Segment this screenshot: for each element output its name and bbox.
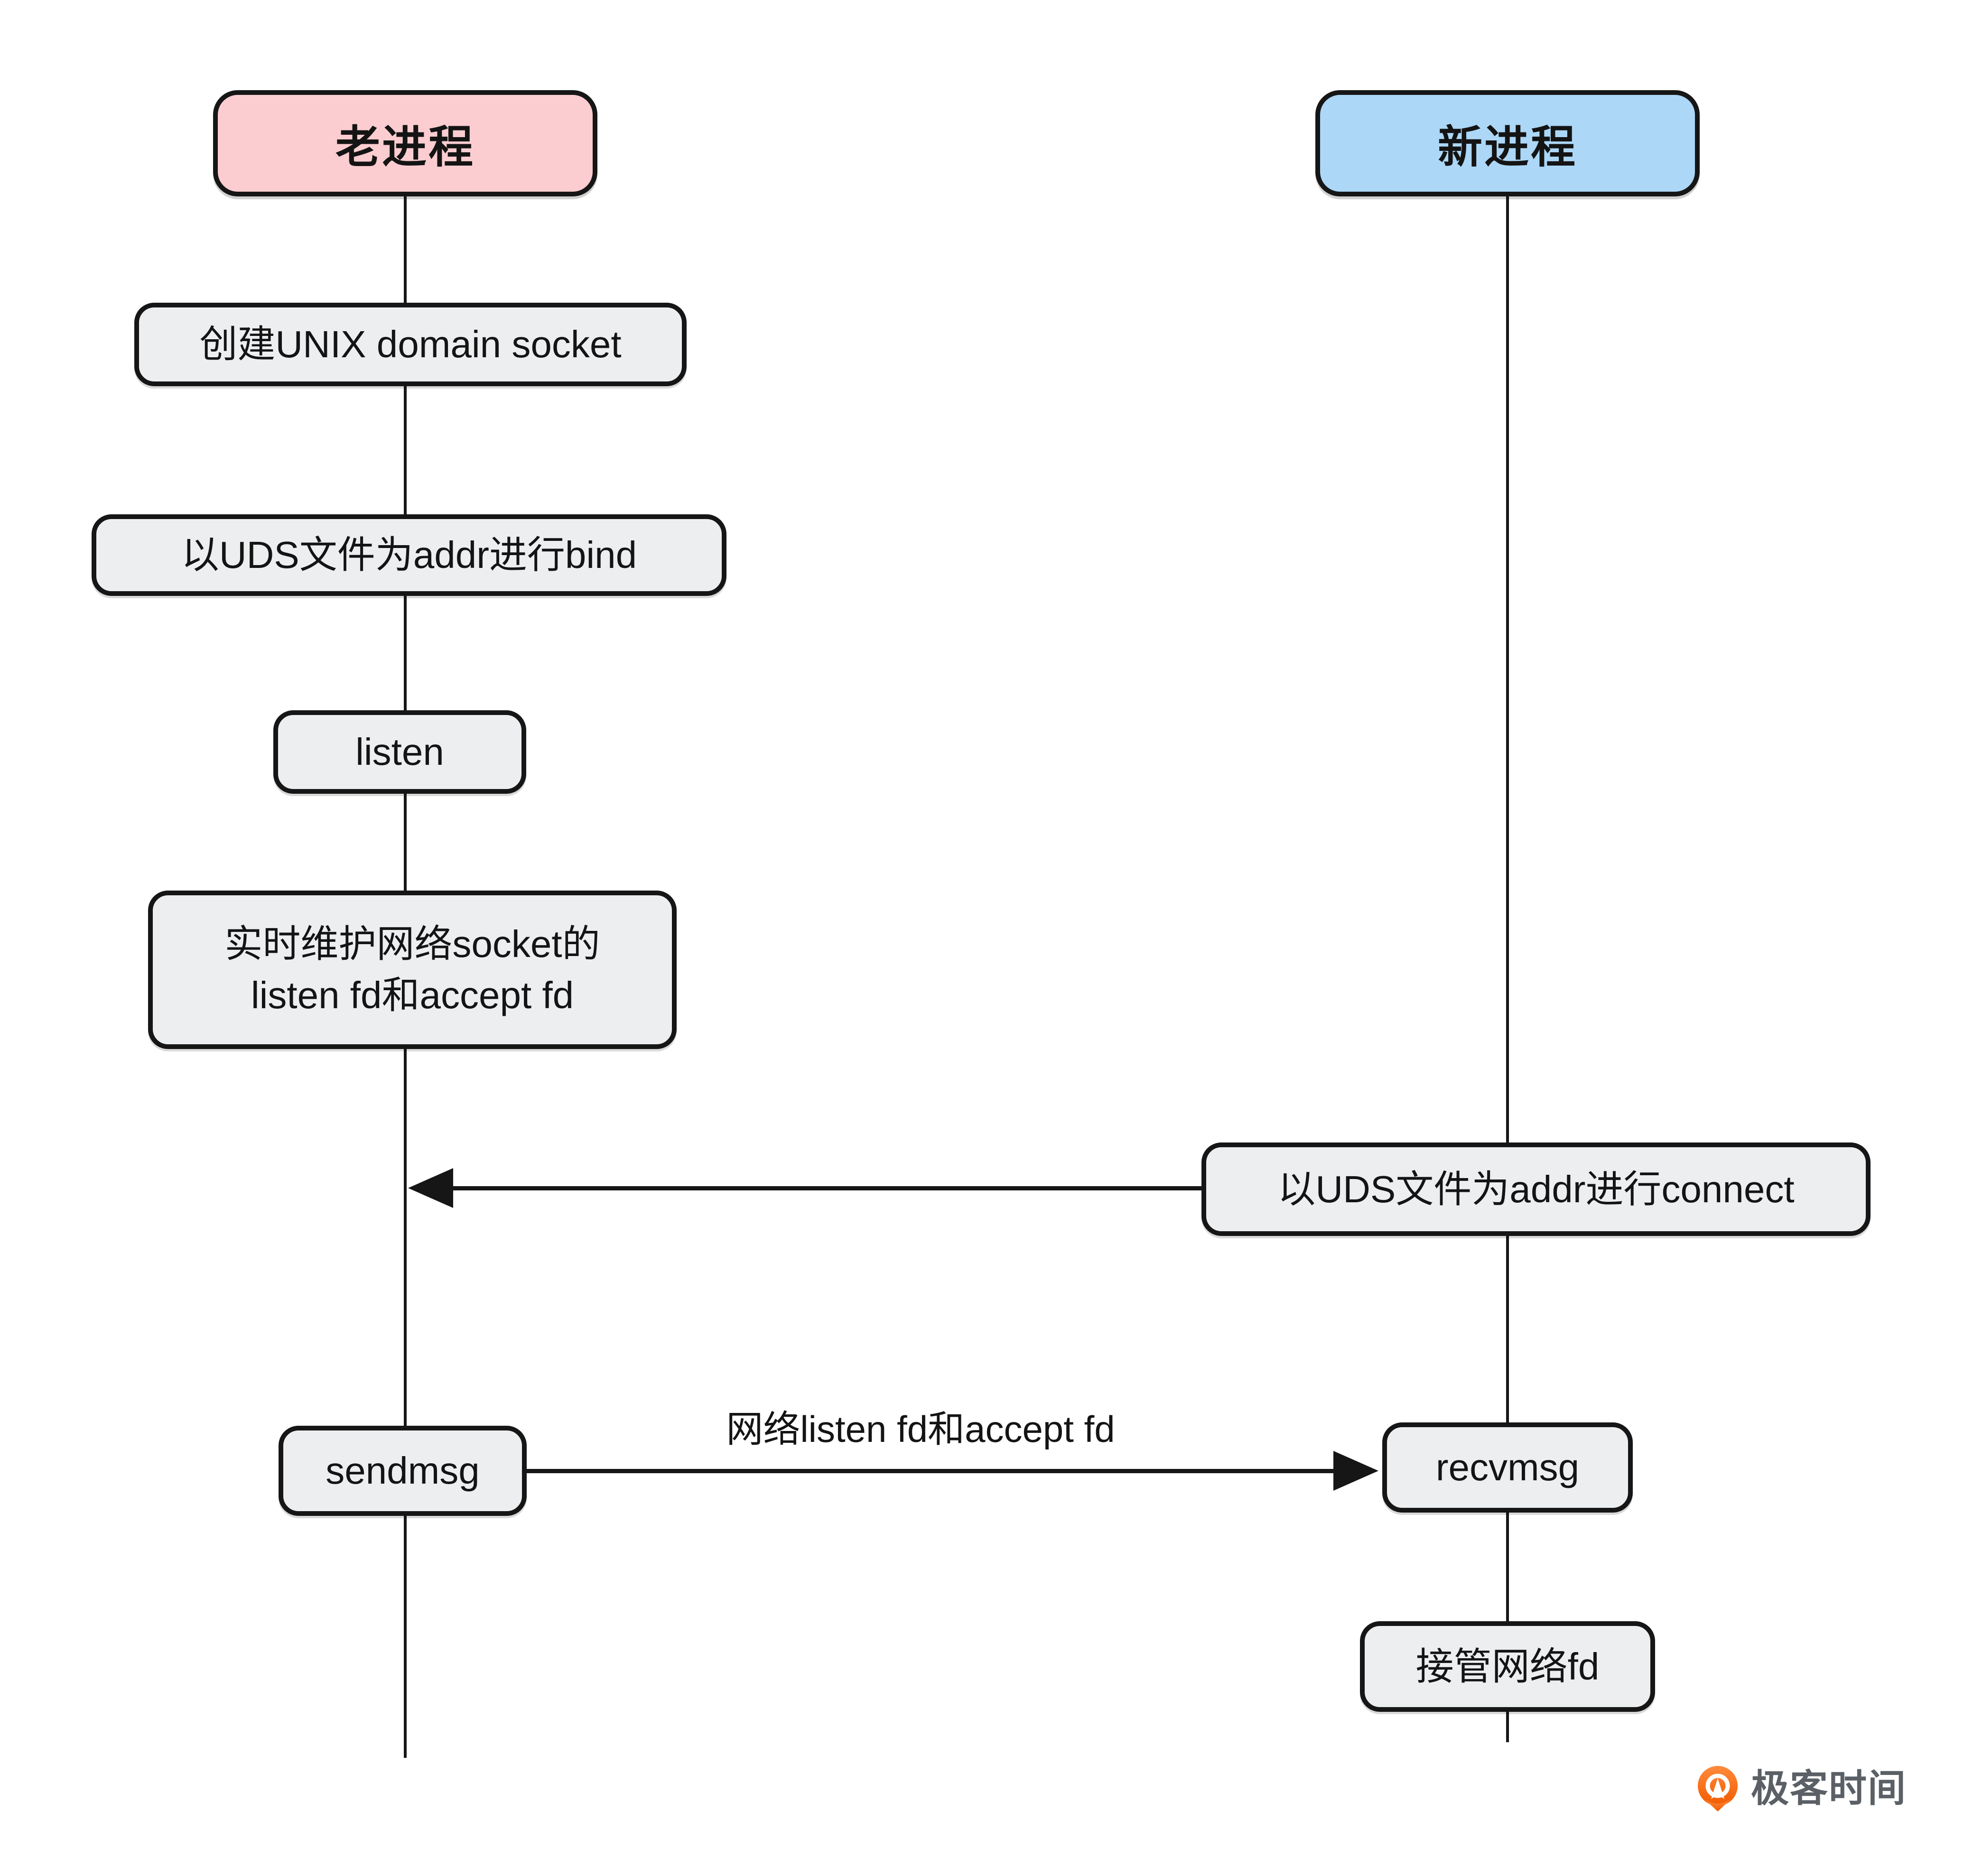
step-maintain-socket-fds-line2: listen fd和accept fd	[251, 974, 574, 1016]
message-fds-arrowhead-icon	[1333, 1451, 1378, 1491]
lifeline-new-process	[1506, 196, 1509, 1742]
geektime-logo-icon	[1694, 1765, 1741, 1812]
step-takeover-network-fd: 接管网络fd	[1360, 1621, 1655, 1712]
step-create-unix-domain-socket-label: 创建UNIX domain socket	[199, 323, 622, 365]
message-fds-line	[527, 1469, 1336, 1473]
step-sendmsg: sendmsg	[279, 1426, 527, 1516]
actor-header-old-process: 老进程	[213, 90, 597, 196]
step-sendmsg-label: sendmsg	[326, 1449, 480, 1492]
step-maintain-socket-fds-line1: 实时维护网络socket的	[224, 923, 600, 965]
step-recvmsg: recvmsg	[1382, 1422, 1633, 1513]
message-fds-label: 网络listen fd和accept fd	[588, 1405, 1253, 1453]
step-recvmsg-label: recvmsg	[1435, 1446, 1580, 1488]
message-connect-arrowhead-icon	[408, 1168, 453, 1208]
message-fds-label-text: 网络listen fd和accept fd	[726, 1408, 1115, 1450]
step-listen: listen	[273, 710, 526, 794]
step-takeover-network-fd-label: 接管网络fd	[1415, 1645, 1600, 1688]
step-create-unix-domain-socket: 创建UNIX domain socket	[134, 303, 687, 386]
actor-new-label: 新进程	[1437, 122, 1577, 172]
step-bind-uds-file-addr: 以UDS文件为addr进行bind	[92, 514, 726, 596]
step-connect-uds-file-addr: 以UDS文件为addr进行connect	[1201, 1142, 1871, 1236]
step-listen-label: listen	[355, 731, 444, 773]
step-connect-uds-file-addr-label: 以UDS文件为addr进行connect	[1277, 1168, 1795, 1210]
message-connect-line	[451, 1186, 1201, 1190]
step-maintain-socket-fds: 实时维护网络socket的 listen fd和accept fd	[148, 891, 677, 1049]
actor-header-new-process: 新进程	[1315, 90, 1700, 196]
actor-old-label: 老进程	[335, 122, 475, 172]
step-bind-uds-file-addr-label: 以UDS文件为addr进行bind	[181, 534, 637, 576]
geektime-logo: 极客时间	[1694, 1765, 1907, 1812]
geektime-logo-text: 极客时间	[1751, 1767, 1907, 1810]
